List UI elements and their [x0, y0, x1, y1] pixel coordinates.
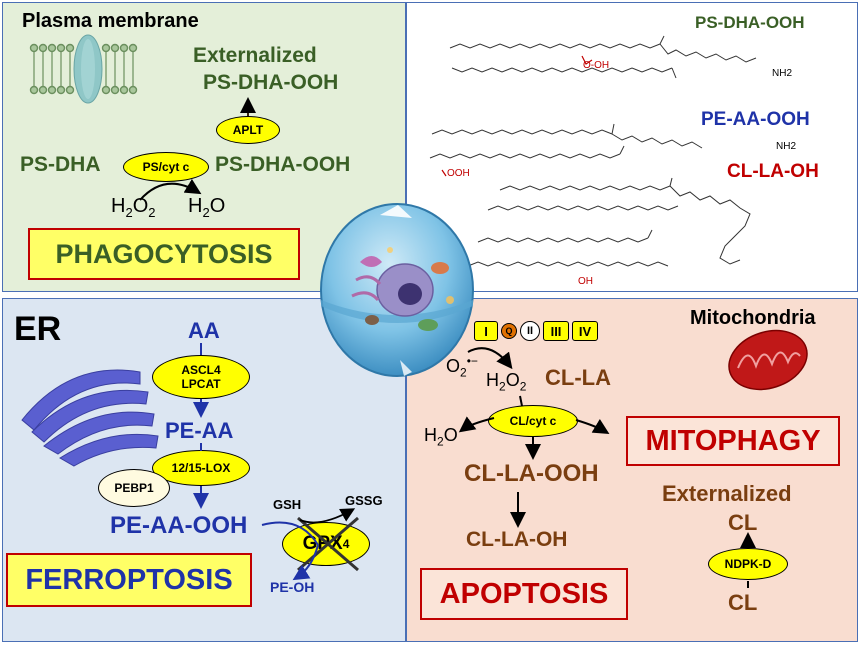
cl-bottom-label: CL [728, 590, 758, 615]
ps-dha-ooh-product: PS-DHA-OOH [215, 153, 351, 176]
pe-aa-label: PE-AA [165, 418, 234, 443]
pe-aa-ooh-label: PE-AA-OOH [110, 512, 248, 539]
complex-ii: II [520, 321, 540, 341]
er-label: ER [14, 310, 62, 348]
nh2-group-1: NH2 [772, 68, 793, 79]
ps-dha-substrate: PS-DHA [20, 153, 101, 176]
phagocytosis-box: PHAGOCYTOSIS [28, 228, 300, 280]
ooh-group-1: O-OH [583, 60, 610, 71]
ubiquinone: Q [501, 323, 517, 339]
plasma-membrane-header: Plasma membrane [22, 10, 199, 32]
mitophagy-box: MITOPHAGY [626, 416, 840, 466]
externalized-cl-label: Externalized [662, 481, 792, 506]
cl-la-label: CL-LA [545, 365, 611, 390]
nh2-group-2: NH2 [776, 141, 797, 152]
cl-cyt-c-enzyme: CL/cyt c [488, 405, 578, 437]
superoxide-label: O2•− [446, 354, 478, 380]
aplt-enzyme: APLT [216, 116, 280, 144]
h2o2-mito-label: H2O2 [486, 370, 527, 394]
h2o2-label: H2O2 [111, 195, 156, 220]
oh-group: OH [578, 276, 593, 287]
ps-dha-ooh-externalized: PS-DHA-OOH [203, 71, 339, 94]
ascl4-lpcat-enzyme: ASCL4 LPCAT [152, 355, 250, 399]
gssg-label: GSSG [345, 493, 383, 508]
complex-i: I [474, 321, 498, 341]
h2o-mito-label: H2O [424, 425, 458, 449]
cl-la-oh-struct-label: CL-LA-OH [727, 161, 819, 182]
ferroptosis-box: FERROPTOSIS [6, 553, 252, 607]
complex-iii: III [543, 321, 569, 341]
cl-la-oh-label: CL-LA-OH [466, 528, 568, 551]
lipid-structures-panel [406, 2, 858, 292]
ps-cyt-c-enzyme: PS/cyt c [123, 152, 209, 182]
mitochondria-label: Mitochondria [690, 307, 816, 329]
pe-aa-ooh-struct-label: PE-AA-OOH [701, 109, 810, 130]
apoptosis-box: APOPTOSIS [420, 568, 628, 620]
aa-label: AA [188, 318, 220, 343]
ndpk-d-enzyme: NDPK-D [708, 548, 788, 580]
complex-iv: IV [572, 321, 598, 341]
gsh-label: GSH [273, 497, 302, 512]
gpx-subscript: 4 [342, 537, 350, 551]
h2o-label: H2O [188, 195, 226, 220]
ooh-group-2: OOH [447, 168, 470, 179]
cl-top-label: CL [728, 510, 758, 535]
electron-transport-chain: I Q II III IV [474, 321, 598, 341]
pe-oh-label: PE-OH [270, 579, 315, 595]
pebp1-protein: PEBP1 [98, 469, 170, 507]
externalized-label: Externalized [193, 44, 317, 67]
cl-la-ooh-label: CL-LA-OOH [464, 460, 599, 487]
ps-dha-ooh-struct-label: PS-DHA-OOH [695, 13, 805, 32]
